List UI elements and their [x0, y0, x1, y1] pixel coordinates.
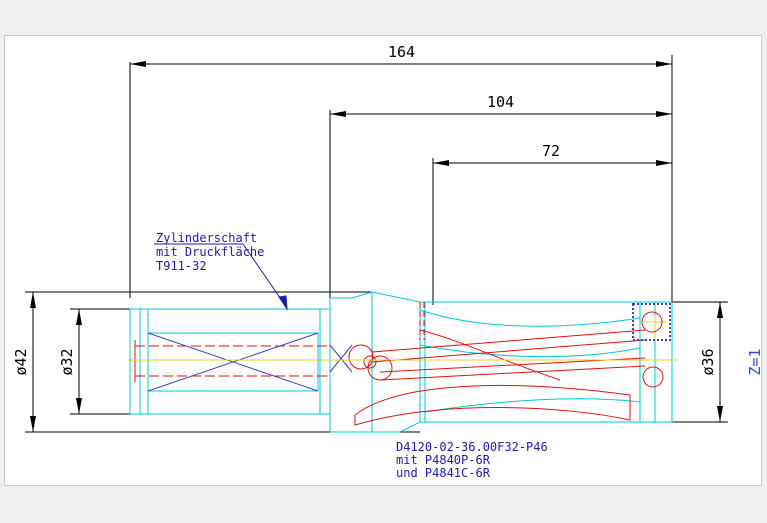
leader-arrow: [278, 295, 288, 311]
part-number: D4120-02-36.00F32-P46: [396, 440, 548, 454]
part-insert-1: mit P4840P-6R: [396, 453, 491, 467]
part-insert-2: und P4841C-6R: [396, 466, 491, 480]
flute-curve-3: [424, 398, 641, 413]
arrowheads: [30, 61, 723, 432]
dimension-72: 72: [542, 142, 560, 160]
arrow-42-top: [30, 292, 36, 308]
arrow-42-bottom: [30, 416, 36, 432]
cross-line-2: [147, 332, 319, 392]
arrow-104-right: [656, 111, 672, 117]
leader-line: [242, 243, 286, 306]
arrow-164-left: [130, 61, 146, 67]
hidden-lines: [134, 302, 664, 426]
dimension-104: 104: [487, 93, 514, 111]
dimension-diameter-42: ø42: [12, 348, 30, 375]
coolant-channel-2: [371, 339, 646, 363]
note-line-2: mit Druckfläche: [156, 245, 264, 259]
note-line-1: Zylinderschaft: [156, 231, 257, 245]
arrow-72-left: [433, 160, 449, 166]
insert-outline: [632, 303, 671, 341]
arrow-32-top: [76, 309, 82, 325]
dimension-diameter-36: ø36: [699, 348, 717, 375]
flute-curve-1: [419, 309, 641, 327]
tool-outline: [129, 291, 673, 433]
arrow-32-bottom: [76, 398, 82, 414]
dimension-164: 164: [388, 43, 415, 61]
dimension-lines: [25, 55, 728, 433]
arrow-164-right: [656, 61, 672, 67]
arrow-36-top: [717, 302, 723, 318]
arrow-104-left: [330, 111, 346, 117]
body-outline: [329, 291, 673, 433]
arrow-36-bottom: [717, 406, 723, 422]
cross-line-4: [329, 344, 353, 373]
insert-upper: [632, 303, 671, 341]
coolant-channel-1: [371, 329, 646, 353]
coolant-channel-4: [379, 365, 646, 381]
shank-cross: [147, 332, 353, 392]
insert-screw: [641, 311, 663, 333]
flute-hidden-curve: [419, 329, 561, 381]
coolant-port-1: [348, 344, 374, 370]
note-leader: [154, 243, 288, 311]
z-label: Z=1: [746, 348, 764, 375]
flute-hidden-profile: [354, 384, 631, 426]
pressure-flat: [147, 332, 319, 392]
arrow-72-right: [656, 160, 672, 166]
flute-curve-2: [419, 344, 641, 358]
note-line-3: T911-32: [156, 259, 207, 273]
lower-insert-pocket: [642, 366, 664, 388]
dimension-diameter-32: ø32: [58, 348, 76, 375]
